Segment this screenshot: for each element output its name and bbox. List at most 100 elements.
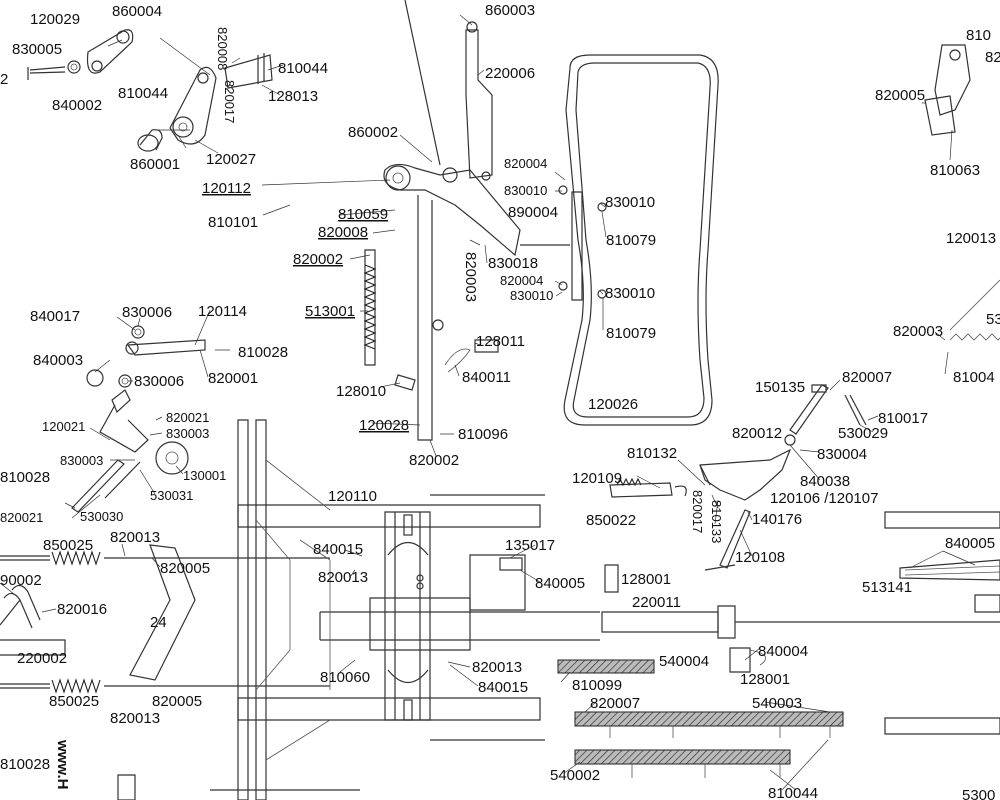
part-label: 860003 <box>485 2 535 19</box>
part-label: 810132 <box>627 445 677 462</box>
part-label: 820002 <box>293 251 343 268</box>
part-label: 840011 <box>462 369 511 386</box>
plate-540004 <box>557 659 655 674</box>
part-label: 830005 <box>12 41 62 58</box>
part-label: 540004 <box>659 653 709 670</box>
part-label: 850025 <box>49 693 99 710</box>
part-label: 820013 <box>318 569 368 586</box>
part-label: 830010 <box>605 194 655 211</box>
part-label: 120028 <box>359 417 409 434</box>
part-label: 810060 <box>320 669 370 686</box>
part-label: 513001 <box>305 303 355 320</box>
part-label: 150135 <box>755 379 805 396</box>
part-label: 820021 <box>0 510 43 525</box>
part-label: 830010 <box>510 288 553 303</box>
part-label: 540002 <box>550 767 600 784</box>
part-label: 810017 <box>878 410 928 427</box>
part-label: 820013 <box>110 710 160 727</box>
part-label: 810096 <box>458 426 508 443</box>
part-label: 810044 <box>118 85 168 102</box>
part-label: 860004 <box>112 3 162 20</box>
part-label: 820013 <box>110 529 160 546</box>
part-label: 860002 <box>348 124 398 141</box>
part-label: 820017 <box>690 490 705 533</box>
part-label: 120027 <box>206 151 256 168</box>
part-label: 840003 <box>33 352 83 369</box>
part-label: 850025 <box>43 537 93 554</box>
part-label: 820013 <box>472 659 522 676</box>
part-label: 810028 <box>238 344 288 361</box>
part-label: 120110 <box>328 488 377 505</box>
plate-540003 <box>574 711 844 727</box>
part-label: 120013 <box>946 230 996 247</box>
part-label: 850022 <box>586 512 636 529</box>
part-label: 530030 <box>80 509 123 524</box>
plate-540002 <box>574 749 791 765</box>
bracket-120027 <box>169 66 217 145</box>
part-label: 820008 <box>215 27 230 70</box>
brake-arm <box>383 163 521 257</box>
part-label: 830003 <box>166 426 209 441</box>
part-label: 128011 <box>476 333 525 350</box>
part-label: 140176 <box>752 511 802 528</box>
part-label: 820005 <box>875 87 925 104</box>
part-label: 810133 <box>709 500 724 543</box>
part-label: 810063 <box>930 162 980 179</box>
part-label: 820003 <box>462 252 479 302</box>
part-label: 830006 <box>122 304 172 321</box>
part-label: 24 <box>150 614 167 631</box>
part-label: 810044 <box>768 785 818 800</box>
part-label: 810099 <box>572 677 622 694</box>
part-label: 128010 <box>336 383 386 400</box>
part-label: 120112 <box>202 180 251 197</box>
part-label: 820004 <box>500 273 543 288</box>
part-label: 830004 <box>817 446 867 463</box>
part-label: 530031 <box>150 488 193 503</box>
part-label: 810101 <box>208 214 258 231</box>
part-label: 220002 <box>17 650 67 667</box>
handle-220006 <box>465 29 493 179</box>
part-label: 820021 <box>166 410 209 425</box>
part-label: 120106 /120107 <box>770 490 878 507</box>
part-label: 820005 <box>152 693 202 710</box>
part-label: 830010 <box>605 285 655 302</box>
part-label: 810028 <box>0 469 50 486</box>
part-label: 810 <box>966 27 991 44</box>
part-label: 120109 <box>572 470 622 487</box>
part-label: 81004 <box>953 369 995 386</box>
lever-120029 <box>86 29 134 74</box>
part-label: 820017 <box>222 80 237 123</box>
part-label: 840015 <box>478 679 528 696</box>
part-label: 130001 <box>183 468 226 483</box>
part-label: 820005 <box>160 560 210 577</box>
part-label: 120108 <box>735 549 785 566</box>
part-label: 840038 <box>800 473 850 490</box>
part-label: 820008 <box>318 224 368 241</box>
part-label: 820012 <box>732 425 782 442</box>
part-label: 820003 <box>893 323 943 340</box>
part-label: 220006 <box>485 65 535 82</box>
part-label: 120021 <box>42 419 85 434</box>
part-label: 840015 <box>313 541 363 558</box>
part-label: 860001 <box>130 156 180 173</box>
part-label: 2 <box>0 71 8 88</box>
part-label: 840005 <box>945 535 995 552</box>
part-label: 220011 <box>632 594 681 611</box>
part-label: 830018 <box>488 255 538 272</box>
part-label: 830003 <box>60 453 103 468</box>
part-label: 840017 <box>30 308 80 325</box>
handle-frame-120026 <box>563 54 719 426</box>
part-label: 820007 <box>842 369 892 386</box>
part-label: 890004 <box>508 204 558 221</box>
part-label: 840005 <box>535 575 585 592</box>
part-label: 120026 <box>588 396 638 413</box>
part-label: 810044 <box>278 60 328 77</box>
part-label: 830010 <box>504 183 547 198</box>
part-label: 810059 <box>338 206 388 223</box>
part-label: 820001 <box>208 370 258 387</box>
part-label: 513141 <box>862 579 912 596</box>
